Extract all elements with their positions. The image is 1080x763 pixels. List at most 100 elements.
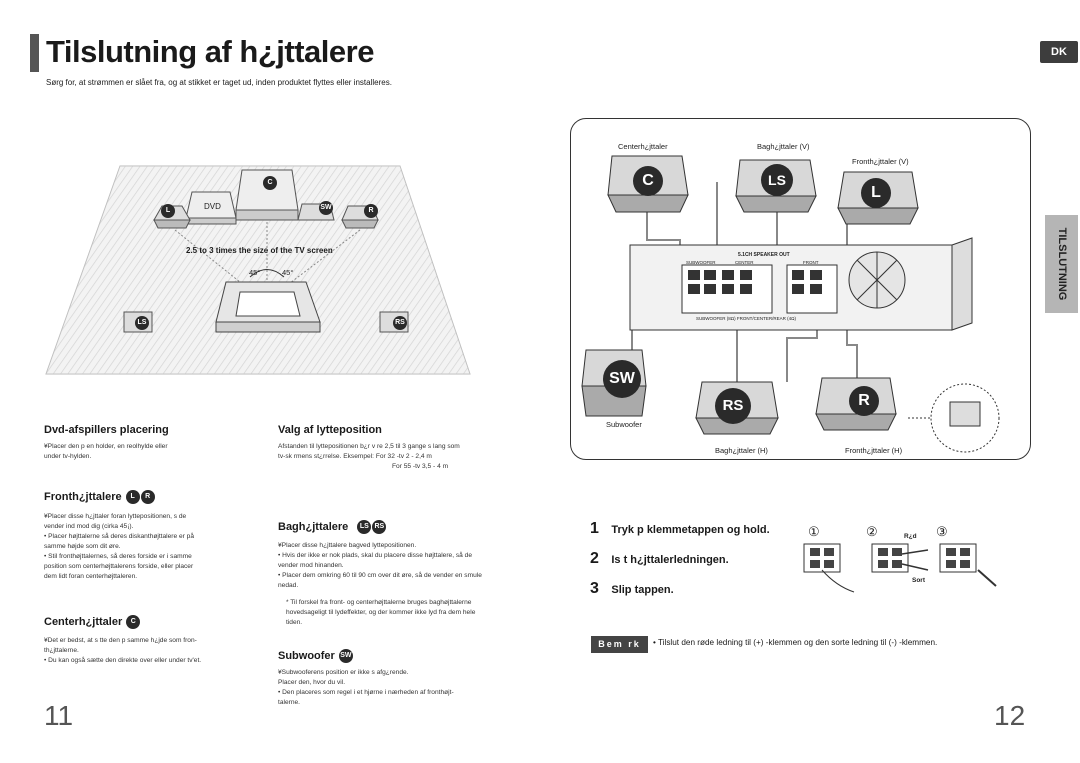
text-line: ¥Placer disse h¿jttalere bagved lyttepos… (278, 542, 417, 549)
text-line: vender ind mod dig (cirka 45¡). (44, 523, 134, 530)
step-3: 3 Slip tappen. (590, 580, 674, 598)
front-speakers-text: ¥Placer disse h¿jttaler foran lytteposit… (44, 512, 264, 582)
listening-text: Afstanden til lyttepositionen b¿r v re 2… (278, 442, 508, 472)
connection-diagram-frame (570, 118, 1031, 460)
step-2: 2 Is t h¿jttalerledningen. (590, 550, 729, 568)
angle-left-label: 45° (249, 268, 261, 277)
text-line: • Placer dem omkring 60 til 90 cm over d… (278, 572, 482, 579)
subwoofer-text: ¥Subwooferens position er ikke s afg¿ren… (278, 668, 518, 708)
dvd-placement-heading: Dvd-afspillers placering (44, 424, 169, 436)
text-line: • Du kan også sætte den direkte over ell… (44, 657, 202, 664)
section-side-tab: TILSLUTNING (1045, 215, 1078, 313)
text-line: ¥Subwooferens position er ikke s afg¿ren… (278, 669, 409, 676)
rear-badge-rs: RS (372, 520, 387, 534)
step-text: Slip tappen. (611, 584, 674, 596)
text-line: Placer den, hvor du vil. (278, 679, 346, 686)
speaker-badge-sw: SW (319, 201, 333, 215)
step-text: Tryk p klemmetappen og hold. (611, 524, 770, 536)
text-line: • Den placeres som regel i et hjørne i n… (278, 689, 454, 696)
page-number-right: 12 (994, 700, 1026, 731)
text-line: th¿jttalerne. (44, 647, 79, 654)
diagram-badge-r: R (849, 386, 879, 416)
text-line: * Til forskel fra front- og centerhøjtta… (286, 599, 472, 606)
text-line: under tv-hylden. (44, 453, 92, 460)
rear-heading-label: Bagh¿jttalere (278, 520, 349, 533)
step-number: 2 (590, 550, 599, 567)
center-speaker-heading: Centerh¿jttaler C (44, 615, 141, 629)
title-accent-bar (30, 34, 39, 72)
text-line: hovedsageligt til lydeffekter, og der ko… (286, 609, 476, 616)
speaker-badge-r: R (364, 204, 378, 218)
panel-title: 5.1CH SPEAKER OUT (738, 252, 790, 258)
dvd-placement-text: ¥Placer den p en holder, en reolhylde el… (44, 442, 254, 462)
step-text: Is t h¿jttalerledningen. (611, 554, 729, 566)
diagram-badge-sw: SW (603, 360, 641, 398)
angle-right-label: 45° (282, 268, 294, 277)
panel-sub-left: SUBWOOFER (686, 260, 716, 265)
text-line: ¥Placer disse h¿jttaler foran lytteposit… (44, 513, 187, 520)
center-speaker-text: ¥Det er bedst, at s tte den p samme h¿jd… (44, 636, 264, 666)
speaker-badge-l: L (161, 204, 175, 218)
diagram-badge-l: L (861, 178, 891, 208)
front-badge-l: L (125, 490, 140, 504)
language-badge: DK (1040, 41, 1078, 63)
step-number: 1 (590, 520, 599, 537)
text-line: talerne. (278, 699, 300, 706)
text-line: For 55 -tv 3,5 - 4 m (392, 463, 449, 470)
rear-speakers-text: ¥Placer disse h¿jttalere bagved lyttepos… (278, 541, 518, 591)
step-1: 1 Tryk p klemmetappen og hold. (590, 520, 770, 538)
text-line: tv-sk rmens st¿rrelse. Eksempel: For 32 … (278, 453, 432, 460)
subwoofer-badge-sw: SW (338, 649, 353, 663)
front-right-label: Fronth¿jttaler (H) (845, 446, 903, 455)
step-number: 3 (590, 580, 599, 597)
text-line: dem lidt foran centerhøjttaleren. (44, 573, 138, 580)
rear-right-label: Bagh¿jttaler (H) (715, 446, 768, 455)
red-wire-label: R¿d (904, 533, 917, 540)
speaker-badge-ls: LS (135, 316, 149, 330)
step-diagram-2-label: ② (866, 524, 878, 539)
page-number-left: 11 (44, 700, 74, 731)
center-badge-c: C (126, 615, 141, 629)
center-speaker-label: Centerh¿jttaler (618, 142, 668, 151)
note-label: Bem rk (591, 636, 648, 653)
text-line: ¥Placer den p en holder, en reolhylde el… (44, 443, 168, 450)
black-wire-label: Sort (912, 577, 925, 584)
text-line: vender mod hinanden. (278, 562, 344, 569)
panel-bottom-label: SUBWOOFER (8Ω) FRONT/CENTER/REAR (4Ω) (696, 316, 796, 321)
panel-sub-right: FRONT (803, 260, 819, 265)
text-line: • Hvis der ikke er nok plads, skal du pl… (278, 552, 472, 559)
subwoofer-heading: Subwoofer SW (278, 649, 353, 663)
front-badge-r: R (140, 490, 155, 504)
distance-caption: 2.5 to 3 times the size of the TV screen (186, 246, 333, 255)
rear-speakers-note: * Til forskel fra front- og centerhøjtta… (286, 598, 526, 628)
text-line: Afstanden til lyttepositionen b¿r v re 2… (278, 443, 460, 450)
side-tab-label: TILSLUTNING (1055, 227, 1068, 301)
terminal-steps-diagram (803, 543, 997, 593)
step-diagram-3-label: ③ (936, 524, 948, 539)
front-heading-label: Fronth¿jttalere (44, 490, 122, 503)
note-text: • Tilslut den røde ledning til (+) -klem… (653, 638, 938, 647)
page-title: Tilslutning af h¿jttalere (46, 34, 374, 69)
speaker-badge-c: C (263, 176, 277, 190)
text-line: ¥Det er bedst, at s tte den p samme h¿jd… (44, 637, 197, 644)
listening-heading: Valg af lytteposition (278, 424, 382, 436)
rear-badge-ls: LS (357, 520, 372, 534)
text-line: position som centerhøjttalerens forside,… (44, 563, 194, 570)
step-diagram-1-label: ① (808, 524, 820, 539)
text-line: • Placer højttalerne så deres diskanthøj… (44, 533, 195, 540)
speaker-badge-rs: RS (393, 316, 407, 330)
page-subtitle: Sørg for, at strømmen er slået fra, og a… (46, 78, 392, 87)
dvd-label: DVD (204, 202, 221, 211)
subwoofer-label: Subwoofer (606, 420, 642, 429)
text-line: • Stil fronthøjttalernes, så deres forsi… (44, 553, 192, 560)
diagram-badge-ls: LS (761, 164, 793, 196)
center-heading-label: Centerh¿jttaler (44, 615, 123, 628)
subwoofer-heading-label: Subwoofer (278, 649, 335, 662)
text-line: tiden. (286, 619, 303, 626)
diagram-badge-c: C (633, 166, 663, 196)
front-left-label: Fronth¿jttaler (V) (852, 157, 909, 166)
diagram-badge-rs: RS (715, 388, 751, 424)
panel-sub-mid: CENTER (735, 260, 754, 265)
